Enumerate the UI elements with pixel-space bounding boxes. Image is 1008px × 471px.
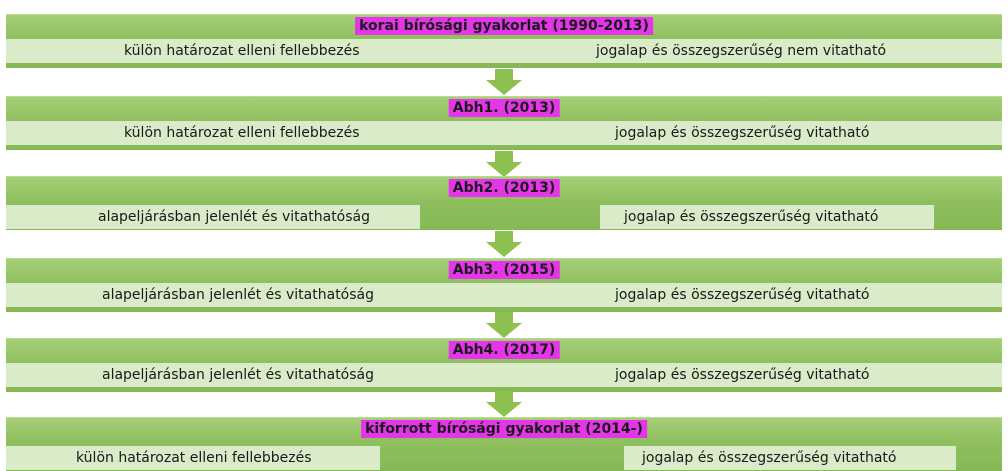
stage-left-text: külön határozat elleni fellebbezés	[124, 125, 360, 141]
stage-title: Abh1. (2013)	[448, 99, 560, 117]
stage-block: Abh3. (2015) alapeljárásban jelenlét és …	[6, 258, 1002, 312]
stage-title: Abh3. (2015)	[448, 261, 560, 279]
stage-left-text: külön határozat elleni fellebbezés	[124, 43, 360, 59]
stage-right-text: jogalap és összegszerűség vitatható	[615, 287, 870, 303]
stage-right-text: jogalap és összegszerűség vitatható	[615, 367, 870, 383]
stage-title: kiforrott bírósági gyakorlat (2014-)	[361, 420, 647, 438]
stage-row: külön határozat elleni fellebbezés jogal…	[6, 39, 1002, 63]
stage-row: külön határozat elleni fellebbezés jogal…	[6, 446, 1002, 470]
stage-left-text: alapeljárásban jelenlét és vitathatóság	[102, 287, 375, 303]
stage-block: korai bírósági gyakorlat (1990-2013) kül…	[6, 14, 1002, 68]
stage-left-text: alapeljárásban jelenlét és vitathatóság	[102, 367, 375, 383]
stage-title: Abh2. (2013)	[448, 179, 560, 197]
down-arrow-icon	[486, 231, 522, 257]
stage-row: alapeljárásban jelenlét és vitathatóság …	[6, 205, 1002, 229]
stage-right-text: jogalap és összegszerűség vitatható	[615, 125, 870, 141]
stage-title: korai bírósági gyakorlat (1990-2013)	[355, 17, 653, 35]
stage-row: alapeljárásban jelenlét és vitathatóság …	[6, 363, 1002, 387]
stage-block: Abh1. (2013) külön határozat elleni fell…	[6, 96, 1002, 150]
stage-block: Abh2. (2013) alapeljárásban jelenlét és …	[6, 176, 1002, 230]
stage-right-text: jogalap és összegszerűség vitatható	[600, 205, 934, 229]
stage-left-text: alapeljárásban jelenlét és vitathatóság	[6, 205, 420, 229]
stage-title: Abh4. (2017)	[448, 341, 560, 359]
stage-block: kiforrott bírósági gyakorlat (2014-) kül…	[6, 417, 1002, 471]
down-arrow-icon	[486, 69, 522, 95]
down-arrow-icon	[486, 151, 522, 177]
down-arrow-icon	[486, 312, 522, 338]
stage-right-text: jogalap és összegszerűség vitatható	[624, 446, 956, 470]
stage-right-text: jogalap és összegszerűség nem vitatható	[596, 43, 887, 59]
stage-block: Abh4. (2017) alapeljárásban jelenlét és …	[6, 338, 1002, 392]
stage-row: alapeljárásban jelenlét és vitathatóság …	[6, 283, 1002, 307]
stage-left-text: külön határozat elleni fellebbezés	[6, 446, 380, 470]
down-arrow-icon	[486, 391, 522, 417]
stage-row: külön határozat elleni fellebbezés jogal…	[6, 121, 1002, 145]
